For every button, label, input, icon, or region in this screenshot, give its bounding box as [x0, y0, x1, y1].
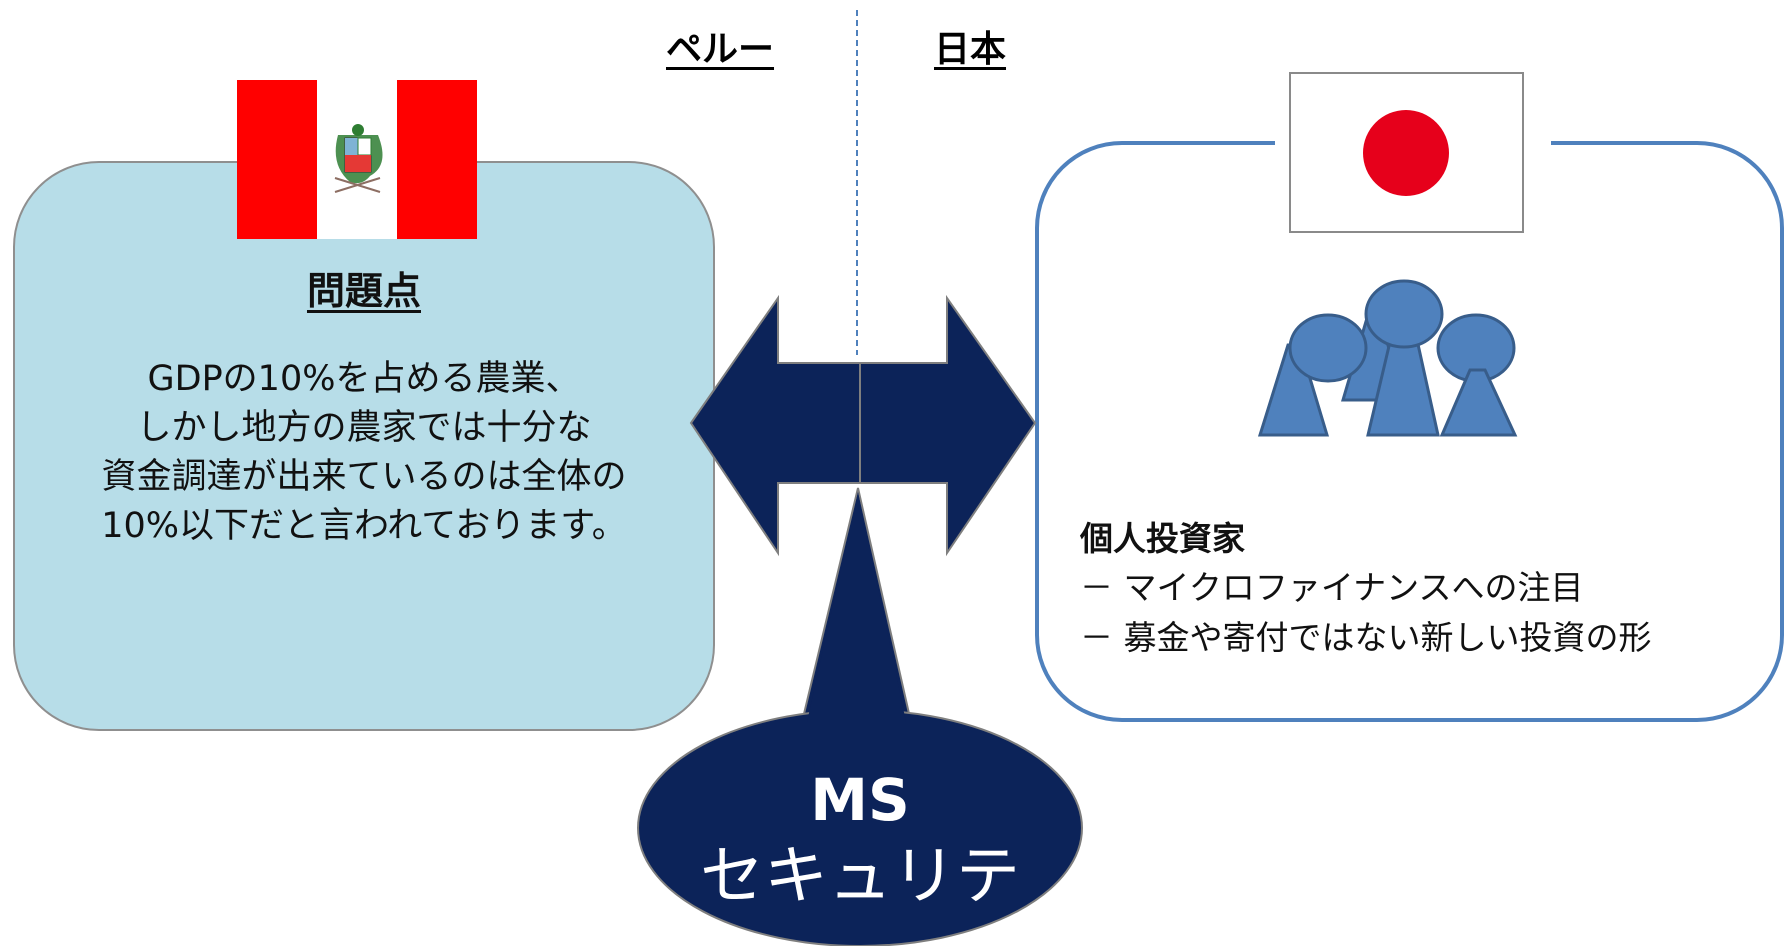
- right-box-content: 個人投資家 － マイクロファイナンスへの注目 － 募金や寄付ではない新しい投資の…: [1080, 515, 1760, 663]
- left-arrow: [689, 294, 861, 557]
- problem-line: 資金調達が出来ているのは全体の: [101, 457, 627, 497]
- japan-flag-icon: [1275, 68, 1551, 243]
- problem-heading: 問題点: [306, 269, 421, 313]
- japan-label: 日本: [934, 29, 1007, 70]
- problem-line: しかし地方の農家では十分な: [136, 408, 592, 448]
- ms-callout: [637, 487, 1083, 946]
- investor-bullet: － マイクロファイナンスへの注目: [1080, 568, 1584, 607]
- people-icon: [1257, 279, 1518, 437]
- peru-flag-icon: [237, 80, 477, 239]
- securite-label: セキュリテ: [700, 840, 1020, 914]
- investor-heading: 個人投資家: [1080, 519, 1245, 558]
- investor-bullet: － 募金や寄付ではない新しい投資の形: [1080, 618, 1652, 657]
- problem-line: GDPの10%を占める農業、: [147, 359, 581, 399]
- left-box-content: 問題点 GDPの10%を占める農業、 しかし地方の農家では十分な 資金調達が出来…: [14, 260, 714, 551]
- ms-securite-label: MS セキュリテ: [640, 765, 1080, 919]
- peru-label: ペルー: [666, 29, 775, 70]
- problem-line: 10%以下だと言われております。: [101, 506, 627, 546]
- right-arrow: [859, 294, 1037, 557]
- ms-label: MS: [810, 766, 910, 834]
